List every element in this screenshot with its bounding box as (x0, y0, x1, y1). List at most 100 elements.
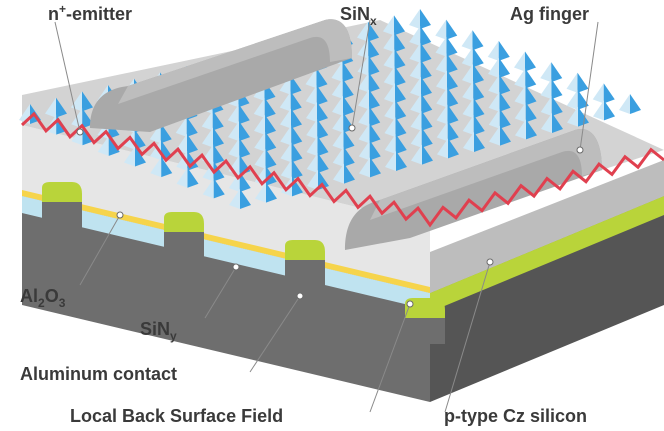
pyramid-face-dark (368, 38, 380, 59)
pyramid-face-light (254, 165, 266, 186)
pyramid-face-dark (187, 133, 198, 154)
pyramid-face-dark (239, 138, 251, 159)
pyramid-face-light (357, 72, 369, 93)
pyramid-face-dark (344, 163, 355, 184)
al2o3-layer (22, 190, 430, 293)
pyramid-face-dark (551, 79, 563, 100)
pyramid-face-light (409, 25, 421, 46)
label-al2o3-a: Al (20, 286, 38, 306)
pyramid-face-light (332, 129, 344, 150)
pyramid-face-light (462, 98, 474, 119)
pyramid-face-light (201, 110, 213, 131)
pyramid-face-dark (578, 106, 589, 127)
pyramid-face-light (540, 96, 552, 117)
pyramid-face-dark (213, 161, 225, 182)
pyramid-face-dark (265, 131, 277, 152)
pyramid-face-dark (525, 102, 537, 123)
pyramid-face-light (331, 78, 343, 99)
pyramid-face-dark (394, 15, 405, 36)
pyramid-face-dark (447, 121, 459, 142)
pyramid-face-dark (395, 134, 407, 155)
pyramid-face-dark (473, 64, 484, 85)
pyramid-face-dark (422, 144, 433, 165)
pyramid-face-dark (291, 142, 303, 163)
pyramid-face-light (435, 53, 447, 74)
label-siny-base: SiN (140, 319, 170, 339)
pyramid-face-dark (630, 94, 641, 114)
ag-finger-back (90, 19, 352, 132)
pyramid-face-dark (473, 115, 485, 136)
pyramid-face-dark (369, 140, 381, 161)
pyramid-face-dark (239, 172, 251, 193)
pyramid-face-light (202, 178, 214, 199)
pyramid-face-light (540, 79, 552, 100)
pyramid-face-dark (368, 72, 380, 93)
pyramid-face-light (435, 36, 447, 57)
pyramid-face-light (280, 159, 292, 180)
pyramid-face-light (619, 94, 630, 114)
pyramid-face-light (383, 49, 395, 70)
pyramid-face-light (229, 189, 240, 209)
pyramid-face-light (384, 100, 396, 121)
pyramid-face-dark (420, 9, 431, 29)
pyramid-face-light (593, 100, 604, 121)
pyramid-face-dark (317, 136, 329, 157)
pyramid-face-light (514, 68, 526, 89)
pyramid-face-dark (552, 113, 563, 133)
pyramid-face-dark (577, 72, 589, 93)
pyramid-face-light (280, 108, 291, 129)
pyramid-face-light (332, 95, 343, 116)
ag-finger-front (345, 129, 602, 250)
pyramid-face-light (489, 125, 500, 146)
pyramid-face-light (514, 51, 525, 72)
pyramid-face-light (358, 106, 370, 127)
label-siny-sub: y (170, 329, 177, 343)
pyramid-face-dark (265, 148, 277, 169)
pyramid-face-dark (368, 21, 379, 42)
pyramid-face-dark (316, 85, 328, 106)
pyramid-face-dark (343, 146, 355, 167)
pyramid-face-light (45, 97, 56, 118)
pyramid-face-dark (421, 110, 433, 131)
pyramid-face-dark (187, 167, 199, 188)
pyramid-face-dark (420, 59, 432, 80)
pyramid-face-dark (499, 74, 511, 95)
pyramid-face-light (228, 121, 239, 142)
pyramid-face-light (435, 19, 447, 40)
pyramid-face-light (175, 116, 187, 137)
pyramid-face-light (462, 81, 474, 102)
pyramid-face-dark (135, 146, 146, 167)
pyramid-face-light (541, 113, 552, 133)
pyramid-face-dark (421, 93, 433, 114)
label-aluminum-contact: Aluminum contact (20, 364, 177, 384)
pyramid-face-dark (395, 117, 407, 138)
label-local-bsf: Local Back Surface Field (70, 406, 283, 426)
pyramid-face-dark (395, 83, 406, 104)
pyramid-face-dark (213, 178, 225, 199)
pyramid-face-dark (212, 110, 224, 131)
pyramid-face-light (253, 97, 265, 118)
pyramid-face-dark (446, 19, 458, 40)
pyramid-face-dark (342, 78, 354, 99)
label-sinx-sub: x (370, 14, 377, 28)
aluminum-contact-post (285, 260, 325, 286)
pyramid-face-light (383, 32, 395, 53)
pyramid-face-dark (551, 62, 563, 83)
pyramid-face-light (514, 85, 526, 106)
pyramid-face-dark (499, 57, 510, 78)
pyramid-face-dark (551, 96, 563, 117)
pyramid-face-dark (474, 132, 485, 152)
pyramid-face-light (488, 91, 500, 112)
pyramid-face-dark (448, 138, 459, 159)
label-sinx: SiNx (340, 4, 377, 28)
pyramid-face-light (436, 87, 448, 108)
pyramid-face-dark (525, 68, 537, 89)
pyramid-face-dark (369, 89, 380, 110)
pyramid-face-dark (82, 91, 93, 112)
label-emitter-base: n (48, 4, 59, 24)
label-al2o3-sub2: 3 (59, 296, 66, 310)
pyramid-face-light (461, 30, 473, 51)
pyramid-face-light (514, 102, 526, 123)
pyramid-face-light (463, 132, 474, 152)
leader-lines (54, 19, 599, 413)
